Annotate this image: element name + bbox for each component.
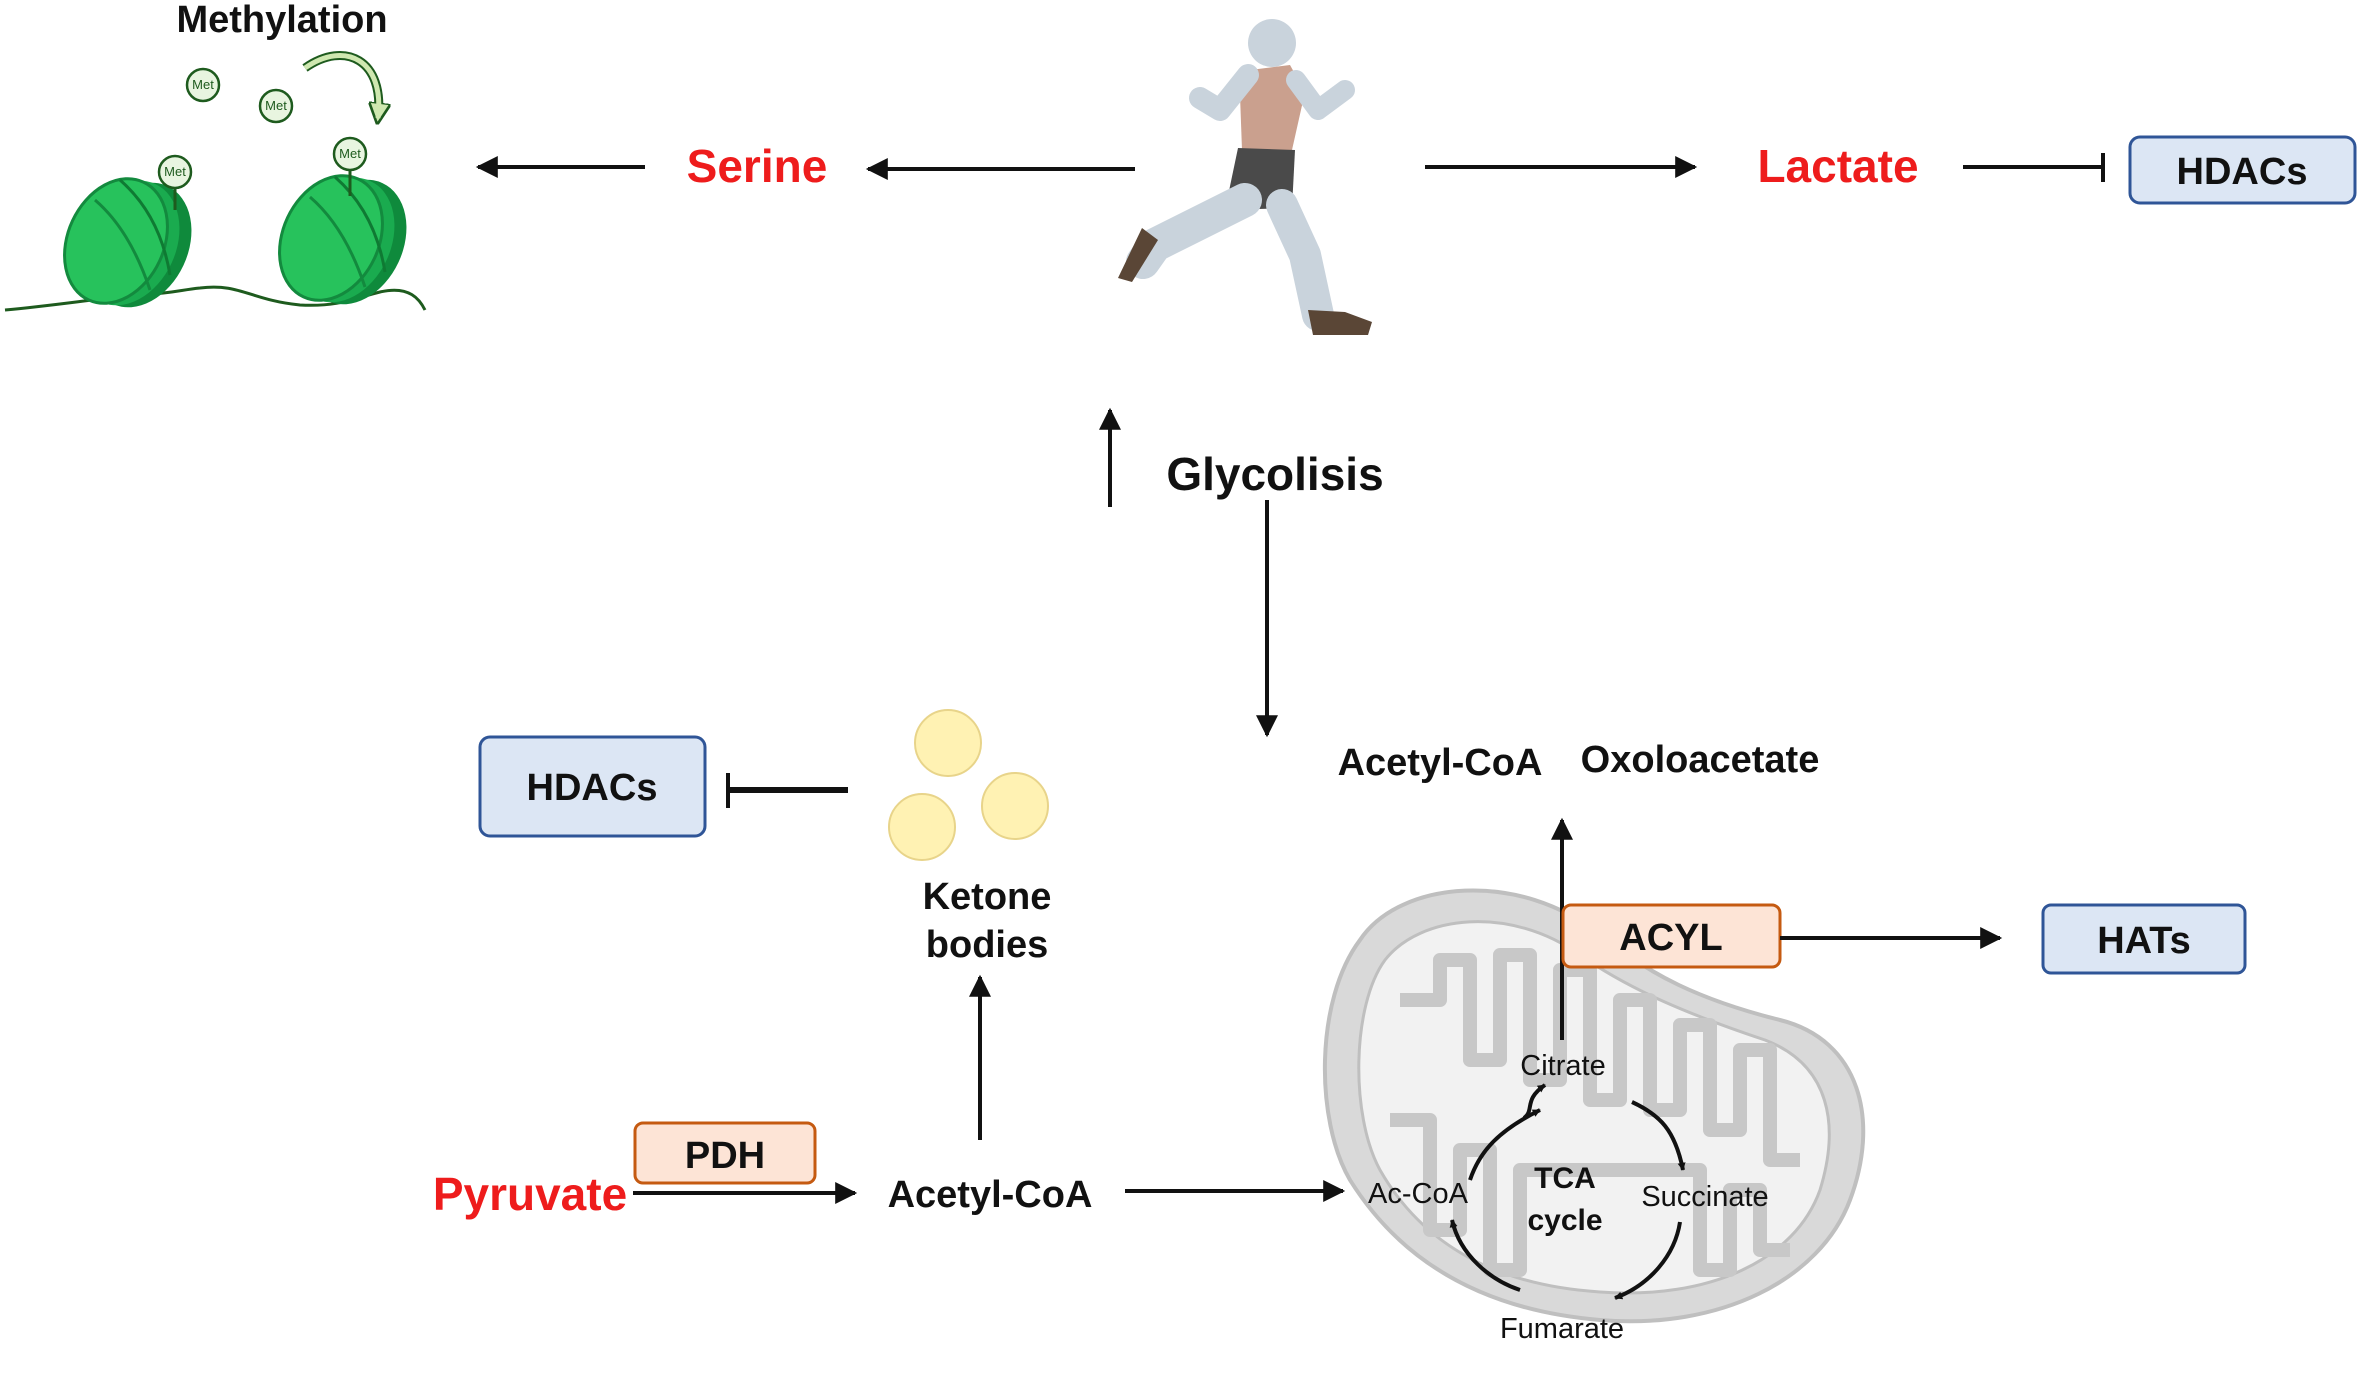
hdacs-box-top: HDACs [2128, 135, 2357, 205]
runner-figure [1118, 19, 1372, 335]
tca-cycle: Citrate Succinate Fumarate Ac-CoA TCA cy… [1368, 1050, 1769, 1345]
methylation-label: Methylation [176, 0, 387, 41]
hdacs-box-left: HDACs [478, 735, 707, 838]
tca-label-line1: TCA [1534, 1162, 1596, 1195]
pdh-label: PDH [685, 1135, 765, 1177]
hats-label: HATs [2097, 920, 2191, 962]
met-tag-bound-right: Met [332, 136, 368, 196]
oxoloacetate-label: Oxoloacetate [1581, 739, 1820, 781]
nucleosome-right [278, 174, 407, 305]
hdacs-top-label: HDACs [2177, 151, 2308, 193]
met-tag-bound-left: Met [157, 154, 193, 210]
pyruvate-label: Pyruvate [433, 1168, 627, 1220]
ac-coa-label: Ac-CoA [1368, 1178, 1469, 1210]
acyl-box: ACYL [1561, 903, 1782, 969]
met-label: Met [192, 77, 214, 92]
met-label: Met [339, 146, 361, 161]
methylation-illustration: Methylation Met Met [4, 0, 427, 312]
glycolisis-label: Glycolisis [1166, 448, 1383, 500]
succinate-label: Succinate [1641, 1181, 1768, 1213]
met-tag-floating-2: Met [258, 88, 294, 124]
acyl-label: ACYL [1619, 917, 1722, 959]
citrate-label: Citrate [1520, 1050, 1605, 1082]
met-tag-floating-1: Met [185, 67, 221, 103]
fumarate-label: Fumarate [1500, 1313, 1624, 1345]
acetyl-coa-bottom-label: Acetyl-CoA [888, 1174, 1093, 1216]
ketone-bodies-icon [888, 709, 1049, 861]
hdacs-left-label: HDACs [527, 767, 658, 809]
ketone-label-line2: bodies [926, 924, 1048, 966]
serine-label: Serine [687, 140, 828, 192]
mitochondria-illustration [1322, 888, 1866, 1324]
met-label: Met [164, 164, 186, 179]
inhibit-lactate-hdacs [1963, 153, 2105, 182]
acetyl-coa-top-label: Acetyl-CoA [1338, 742, 1543, 784]
pdh-box: PDH [633, 1121, 817, 1185]
inhibit-ketone-hdacs [726, 773, 848, 808]
ketone-label-line1: Ketone [923, 876, 1052, 918]
hats-box: HATs [2041, 903, 2247, 975]
tca-label-line2: cycle [1527, 1204, 1602, 1237]
nucleosome-left [63, 177, 192, 308]
lactate-label: Lactate [1757, 140, 1918, 192]
met-label: Met [265, 98, 287, 113]
